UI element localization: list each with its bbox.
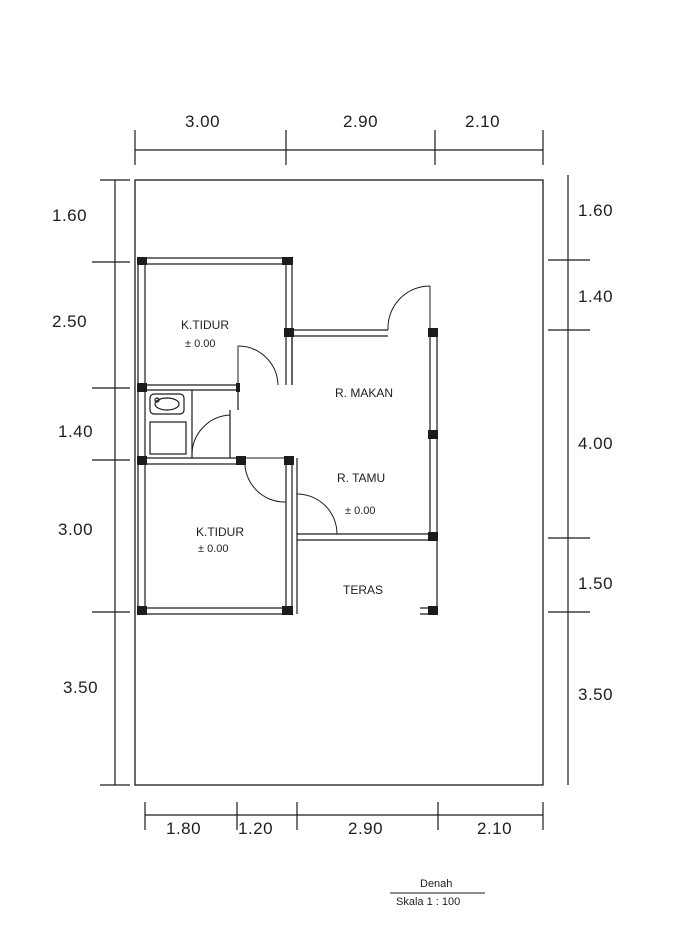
dim-left-4: 3.00 — [58, 520, 94, 539]
dim-right-3: 4.00 — [578, 434, 614, 453]
dim-right-2: 1.40 — [578, 287, 614, 306]
dim-right-4: 1.50 — [578, 574, 614, 593]
room-label-terrace: TERAS — [343, 583, 384, 597]
level-label-bedroom-top: ± 0.00 — [185, 338, 216, 350]
dim-bottom-3: 2.90 — [348, 819, 384, 838]
caption-scale: Skala 1 : 100 — [396, 896, 461, 908]
dim-left-1: 1.60 — [52, 206, 88, 225]
windows — [137, 257, 438, 615]
level-label-bedroom-bottom: ± 0.00 — [198, 543, 229, 555]
caption-title: Denah — [420, 878, 453, 890]
site-boundary — [134, 179, 544, 786]
bottom-dimension-line — [144, 802, 544, 830]
dim-bottom-1: 1.80 — [166, 819, 202, 838]
house-walls — [137, 257, 438, 615]
dim-bottom-2: 1.20 — [238, 819, 274, 838]
dim-bottom-4: 2.10 — [477, 819, 513, 838]
left-dimension-line — [92, 179, 130, 786]
dim-right-1: 1.60 — [578, 201, 614, 220]
dim-top-3: 2.10 — [465, 112, 501, 131]
level-label-living: ± 0.00 — [345, 505, 376, 517]
dim-left-3: 1.40 — [58, 422, 94, 441]
dim-top-1: 3.00 — [185, 112, 221, 131]
room-label-dining: R. MAKAN — [335, 386, 394, 400]
right-dimension-line — [548, 175, 590, 785]
room-label-bedroom-top: K.TIDUR — [181, 318, 229, 332]
doors — [191, 285, 431, 535]
dim-left-2: 2.50 — [52, 312, 88, 331]
room-label-living: R. TAMU — [337, 471, 386, 485]
bathroom-fixtures — [149, 393, 187, 455]
top-dimension-line — [134, 130, 544, 165]
dim-right-5: 3.50 — [578, 685, 614, 704]
room-label-bedroom-bottom: K.TIDUR — [196, 525, 244, 539]
dim-top-2: 2.90 — [343, 112, 379, 131]
dim-left-5: 3.50 — [63, 678, 99, 697]
